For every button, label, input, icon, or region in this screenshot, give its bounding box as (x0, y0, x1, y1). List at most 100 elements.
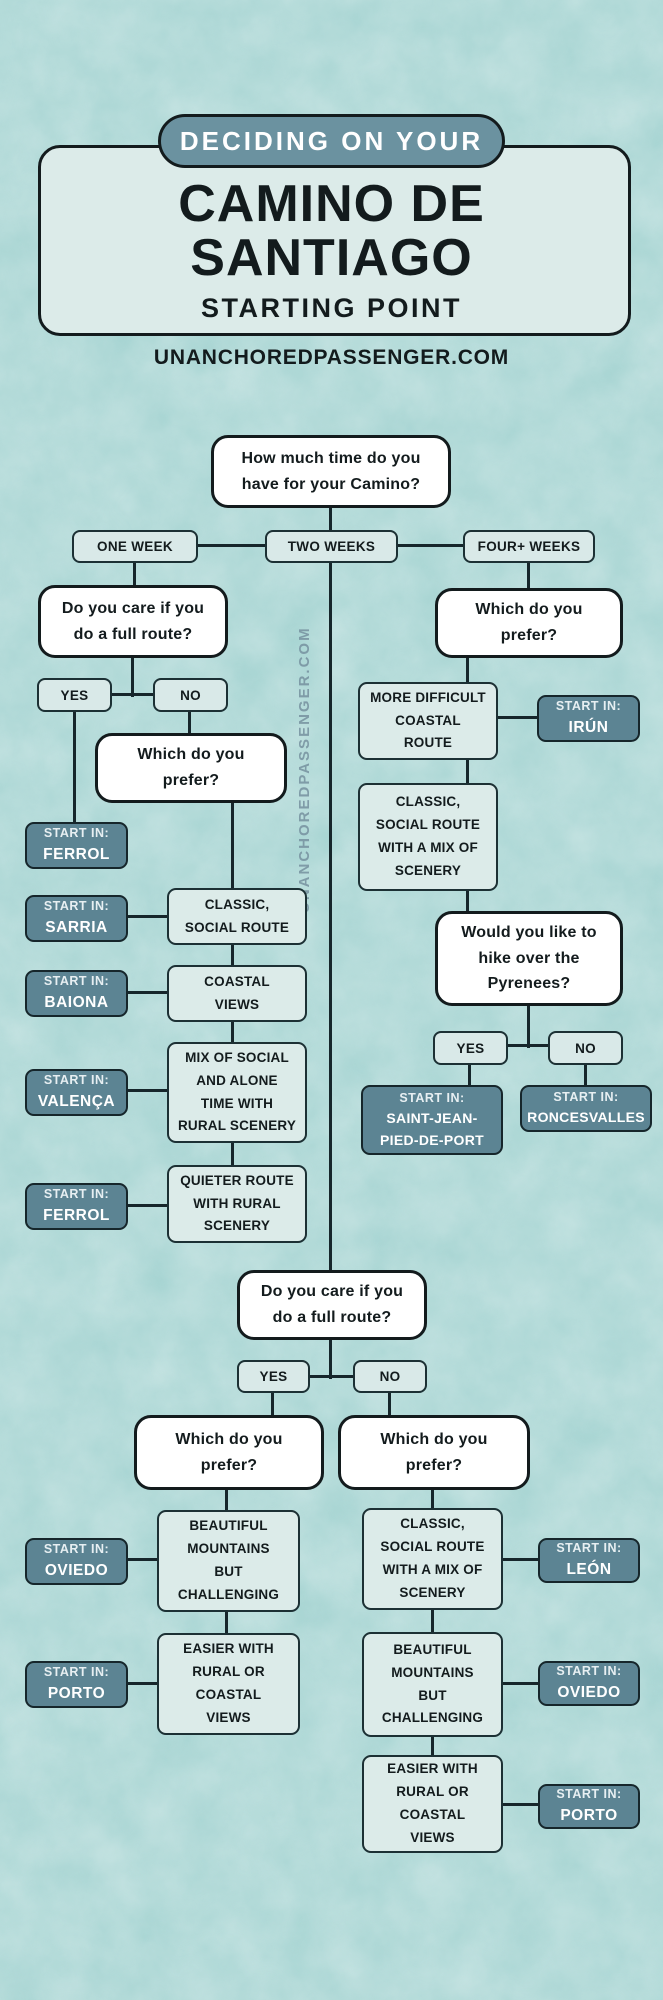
answer-no-pyrenees: NO (548, 1031, 623, 1065)
route-mix-social-rural: MIX OF SOCIAL AND ALONE TIME WITH RURAL … (167, 1042, 307, 1143)
connector (431, 1488, 434, 1758)
start-city: BAIONA (44, 994, 109, 1012)
connector (128, 1682, 159, 1685)
start-sarria: START IN: SARRIA (25, 895, 128, 942)
start-in-label: START IN: (43, 973, 110, 988)
start-city: SARRIA (45, 919, 108, 937)
connector (128, 1204, 169, 1207)
connector (501, 1558, 540, 1561)
connector (501, 1682, 540, 1685)
connector (468, 1063, 471, 1087)
connector (398, 544, 463, 547)
start-saint-jean: START IN: SAINT-JEAN- PIED-DE-PORT (361, 1085, 503, 1155)
connector (329, 563, 332, 1273)
start-baiona: START IN: BAIONA (25, 970, 128, 1017)
start-city: OVIEDO (557, 1684, 621, 1702)
connector (188, 712, 191, 736)
website-url: UNANCHOREDPASSENGER.COM (153, 346, 510, 369)
start-in-label: START IN: (553, 1089, 619, 1104)
connector (128, 1558, 159, 1561)
answer-yes-pyrenees: YES (433, 1031, 508, 1065)
start-city: RONCESVALLES (527, 1109, 645, 1126)
connector (329, 506, 332, 532)
start-ferrol-1: START IN: FERROL (25, 822, 128, 869)
start-city: PORTO (47, 1685, 106, 1703)
option-four-weeks: FOUR+ WEEKS (463, 530, 595, 563)
start-in-label: START IN: (556, 1540, 622, 1555)
page-subtitle: STARTING POINT (201, 293, 462, 323)
question-prefer-left: Which do you prefer? (95, 733, 287, 803)
start-porto-bl: START IN: PORTO (25, 1661, 128, 1708)
connector (388, 1391, 391, 1417)
header-eyebrow-pill: DECIDING ON YOUR (158, 114, 505, 168)
route-coastal-views: COASTAL VIEWS (167, 965, 307, 1022)
connector (128, 915, 169, 918)
connector (508, 1044, 548, 1047)
start-city: FERROL (43, 846, 110, 864)
question-prefer-right: Which do you prefer? (435, 588, 623, 658)
connector (497, 716, 539, 719)
connector (310, 1375, 353, 1378)
start-in-label: START IN: (399, 1090, 465, 1105)
answer-yes-mid: YES (237, 1360, 310, 1393)
start-irun: START IN: IRÚN (537, 695, 640, 742)
start-in-label: START IN: (43, 1541, 110, 1556)
route-difficult-coastal: MORE DIFFICULT COASTAL ROUTE (358, 682, 498, 760)
connector (501, 1803, 540, 1806)
question-prefer-bottom-right: Which do you prefer? (338, 1415, 530, 1490)
connector (133, 563, 136, 587)
start-ferrol-2: START IN: FERROL (25, 1183, 128, 1230)
start-city: VALENÇA (37, 1093, 116, 1111)
connector (527, 563, 530, 590)
vertical-watermark: UNANCHOREDPASSENGER.COM (296, 626, 313, 913)
start-in-label: START IN: (556, 1663, 622, 1678)
question-pyrenees: Would you like to hike over the Pyrenees… (435, 911, 623, 1006)
connector (584, 1063, 587, 1087)
start-city: SAINT-JEAN- PIED-DE-PORT (380, 1110, 484, 1148)
start-in-label: START IN: (555, 698, 622, 713)
answer-no-mid: NO (353, 1360, 427, 1393)
start-oviedo-bl: START IN: OVIEDO (25, 1538, 128, 1585)
route-classic-mix-br: CLASSIC, SOCIAL ROUTE WITH A MIX OF SCEN… (362, 1508, 503, 1610)
route-quieter-rural: QUIETER ROUTE WITH RURAL SCENERY (167, 1165, 307, 1243)
question-full-route-left: Do you care if you do a full route? (38, 585, 228, 658)
connector (271, 1391, 274, 1417)
connector (73, 712, 76, 826)
start-porto-br: START IN: PORTO (538, 1784, 640, 1829)
start-roncesvalles: START IN: RONCESVALLES (520, 1085, 652, 1132)
option-two-weeks: TWO WEEKS (265, 530, 398, 563)
eyebrow-text: DECIDING ON YOUR (179, 125, 484, 156)
route-mountains-bl: BEAUTIFUL MOUNTAINS BUT CHALLENGING (157, 1510, 300, 1612)
page-title: CAMINO DE SANTIAGO (178, 175, 485, 288)
start-leon: START IN: LEÓN (538, 1538, 640, 1583)
option-one-week: ONE WEEK (72, 530, 198, 563)
question-full-route-mid: Do you care if you do a full route? (237, 1270, 427, 1340)
start-city: LEÓN (566, 1561, 612, 1579)
connector (527, 1004, 530, 1048)
start-oviedo-br: START IN: OVIEDO (538, 1661, 640, 1706)
start-in-label: START IN: (43, 898, 110, 913)
connector (112, 693, 153, 696)
route-classic-mix-right: CLASSIC, SOCIAL ROUTE WITH A MIX OF SCEN… (358, 783, 498, 891)
start-city: PORTO (560, 1807, 618, 1825)
start-in-label: START IN: (43, 825, 110, 840)
route-mountains-br: BEAUTIFUL MOUNTAINS BUT CHALLENGING (362, 1632, 503, 1737)
connector (131, 656, 134, 697)
start-city: FERROL (43, 1207, 110, 1225)
route-easier-bl: EASIER WITH RURAL OR COASTAL VIEWS (157, 1633, 300, 1735)
start-in-label: START IN: (43, 1186, 110, 1201)
start-city: OVIEDO (44, 1562, 109, 1580)
route-easier-br: EASIER WITH RURAL OR COASTAL VIEWS (362, 1755, 503, 1853)
connector (329, 1338, 332, 1379)
answer-yes-left: YES (37, 678, 112, 712)
connector (198, 544, 265, 547)
start-in-label: START IN: (556, 1786, 622, 1801)
start-valenca: START IN: VALENÇA (25, 1069, 128, 1116)
header-panel (38, 145, 631, 336)
question-time: How much time do you have for your Camin… (211, 435, 451, 508)
question-prefer-bottom-left: Which do you prefer? (134, 1415, 324, 1490)
start-in-label: START IN: (43, 1072, 110, 1087)
connector (128, 1089, 169, 1092)
start-city: IRÚN (568, 719, 609, 737)
